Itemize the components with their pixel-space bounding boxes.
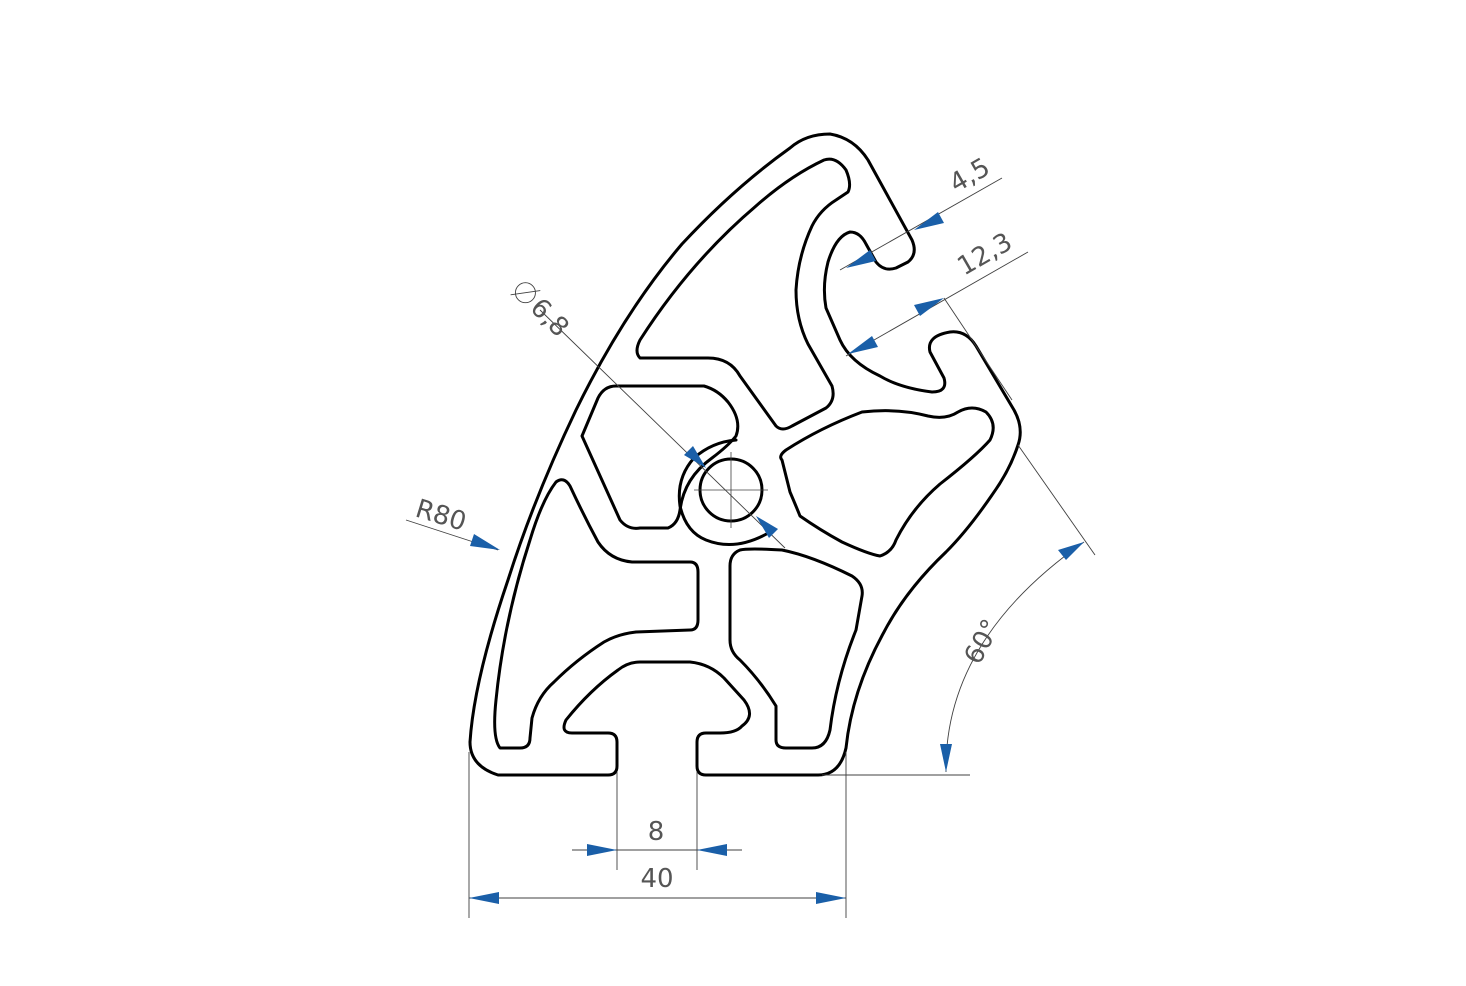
left-cavity (493, 478, 700, 750)
dimension-label-60: 60° (959, 615, 1007, 670)
center-ring-wall (677, 438, 772, 546)
arrowhead (816, 892, 846, 904)
arrowhead (697, 844, 727, 856)
arrowhead (848, 336, 878, 354)
dimension-label-40: 40 (640, 864, 673, 894)
dimension-60-degrees: 60° (822, 444, 1096, 776)
arrowhead (940, 744, 952, 772)
upper-cavity (635, 157, 852, 431)
dimension-label-4-5: 4,5 (945, 152, 996, 199)
angle-arc (945, 541, 1085, 773)
dimension-bore-6-8: 6,8 (510, 282, 786, 549)
arrowhead (587, 844, 617, 856)
arrowhead (469, 892, 499, 904)
arrowhead (914, 298, 944, 316)
profile-outline (468, 132, 1022, 777)
right-bottom-cavity (728, 547, 864, 750)
arrowhead (846, 250, 876, 268)
diameter-symbol-icon (514, 282, 536, 304)
left-upper-cavity (580, 384, 740, 530)
arrowhead (756, 516, 778, 538)
dimension-r80: R80 (405, 494, 500, 551)
arrowhead (914, 212, 944, 230)
arrowhead (1058, 542, 1084, 560)
dimension-label-r80: R80 (412, 494, 470, 538)
arrowhead (684, 446, 706, 468)
center-bore (694, 452, 768, 528)
dimension-label-8: 8 (648, 817, 665, 847)
outer-contour (468, 132, 1022, 777)
right-cavity (779, 406, 995, 558)
dimension-40: 40 (468, 752, 847, 918)
dimension-label-12-3: 12,3 (953, 227, 1018, 282)
dimension-8: 8 (572, 772, 742, 870)
arrowhead (470, 534, 500, 550)
